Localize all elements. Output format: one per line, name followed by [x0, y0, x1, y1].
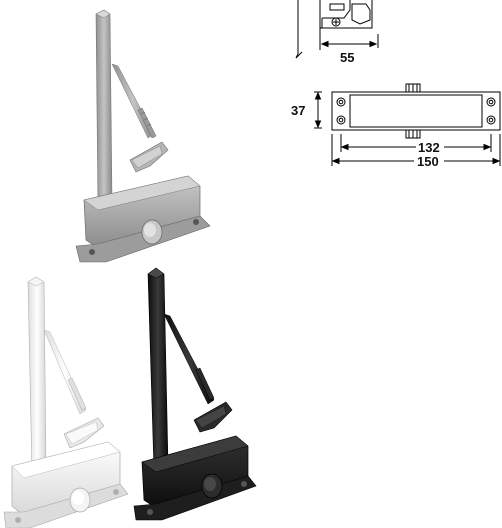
side-view-drawing [295, 0, 379, 59]
top-view-drawing [314, 83, 501, 166]
black-door-closer-image [133, 267, 257, 521]
top-view-hole-spacing-label: 132 [418, 140, 440, 155]
top-view-height-label: 37 [291, 103, 305, 118]
white-door-closer-image [3, 276, 129, 528]
top-view-length-label: 150 [417, 154, 439, 169]
silver-door-closer-image [75, 9, 211, 263]
side-view-depth-label: 55 [340, 50, 354, 65]
